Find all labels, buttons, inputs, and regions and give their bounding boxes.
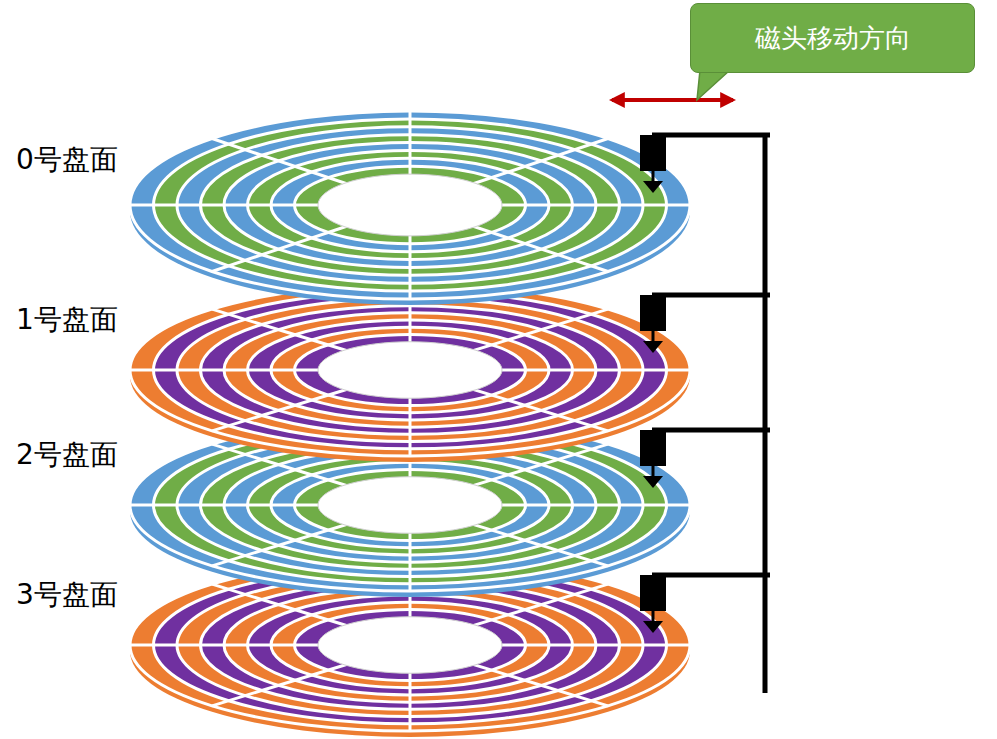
spindle-hole <box>318 174 502 236</box>
spindle-hole <box>318 617 502 674</box>
platter-label: 0号盘面 <box>16 143 118 177</box>
head-pointer-tip <box>643 341 663 353</box>
head-arm <box>652 428 770 433</box>
platter-label: 2号盘面 <box>16 438 118 472</box>
spindle-hole <box>318 342 502 399</box>
actuator-arm <box>763 135 768 693</box>
movement-arrow <box>612 98 733 102</box>
head-arm <box>652 293 770 298</box>
head-arm <box>652 573 770 578</box>
platter <box>130 111 690 305</box>
track <box>130 111 690 299</box>
head-pointer-tip <box>643 181 663 193</box>
platter-label: 1号盘面 <box>16 303 118 337</box>
platter <box>130 284 690 462</box>
platter-label: 3号盘面 <box>16 578 118 612</box>
track <box>130 284 690 456</box>
head-pointer-tip <box>643 621 663 633</box>
callout-text: 磁头移动方向 <box>755 21 911 56</box>
callout-box: 磁头移动方向 <box>690 3 975 73</box>
head-arm-assembly <box>640 135 770 693</box>
head-arm <box>652 133 770 138</box>
head-pointer-tip <box>643 476 663 488</box>
platter-group <box>130 111 690 737</box>
callout-tail <box>697 70 730 100</box>
spindle-hole <box>318 477 502 534</box>
